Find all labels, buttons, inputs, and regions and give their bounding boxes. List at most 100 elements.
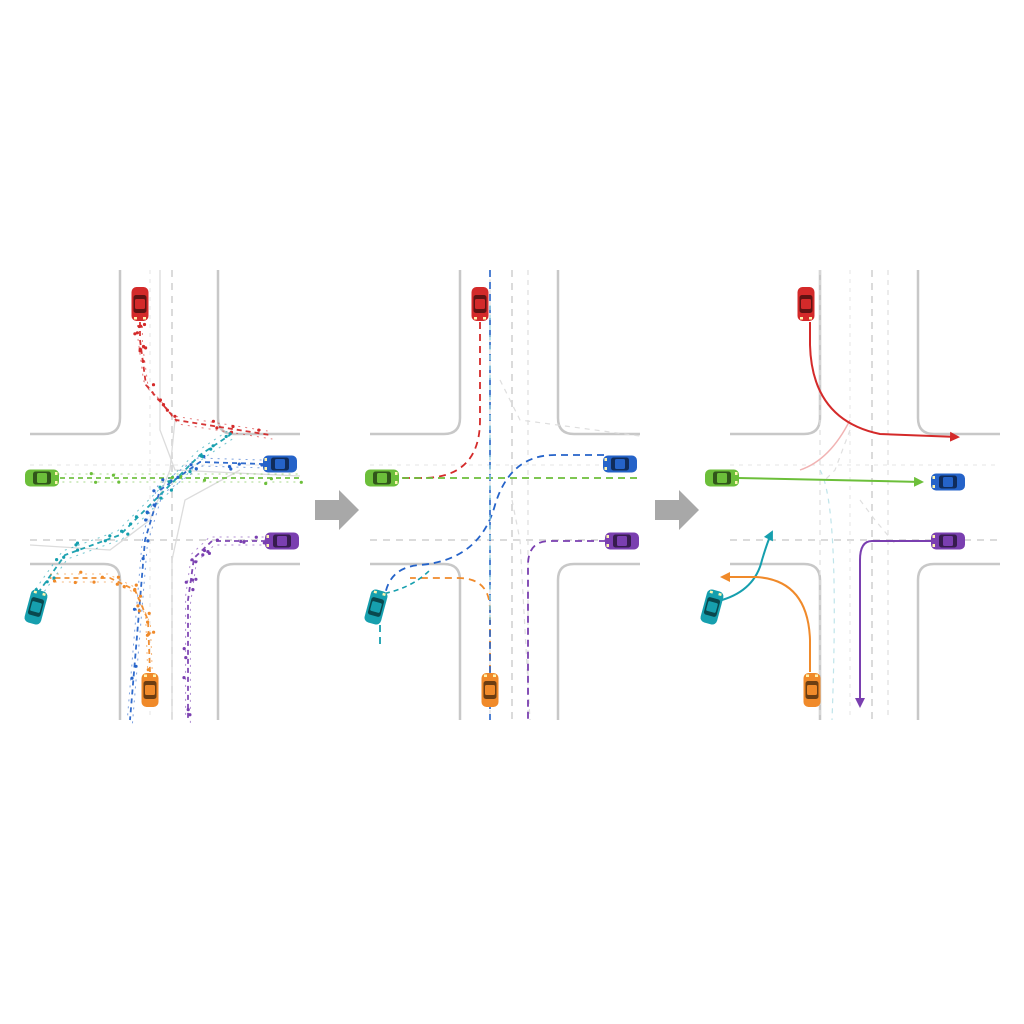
- sampled-trajectory: [189, 544, 269, 724]
- sample-dot: [215, 426, 219, 430]
- sample-dot: [138, 594, 143, 598]
- sample-dot: [152, 503, 156, 507]
- sample-dot: [182, 647, 186, 651]
- car-icon: [263, 455, 297, 473]
- sample-dot: [89, 472, 93, 476]
- sample-dot: [133, 587, 137, 592]
- sample-dot: [161, 478, 165, 482]
- sample-dot: [103, 539, 107, 543]
- sample-dot: [184, 656, 188, 660]
- sample-dot: [74, 543, 78, 547]
- sample-dot: [147, 611, 151, 616]
- sample-dot: [202, 548, 207, 553]
- car-icon: [705, 469, 739, 487]
- sample-dot: [108, 534, 112, 538]
- sample-dot: [239, 539, 243, 544]
- car-icon: [605, 532, 639, 550]
- sample-dot: [224, 434, 228, 439]
- sample-dot: [165, 408, 169, 412]
- car-icon: [603, 455, 637, 473]
- sample-dot: [52, 579, 57, 583]
- road-edge: [916, 562, 1000, 720]
- candidate-trajectory: [384, 454, 604, 596]
- sample-dot: [161, 403, 166, 407]
- road-edge: [730, 270, 822, 436]
- alternative-trajectory: [171, 469, 241, 720]
- sample-dot: [134, 515, 138, 519]
- sample-dot: [215, 538, 219, 542]
- sample-dot: [145, 633, 149, 637]
- sample-dot: [94, 480, 98, 484]
- road-edge: [30, 270, 122, 436]
- sample-dot: [173, 414, 177, 418]
- sample-dot: [135, 331, 139, 335]
- arrow-right-icon: [315, 490, 359, 530]
- sampled-trajectory: [137, 318, 268, 432]
- sampled-trajectory: [52, 581, 153, 677]
- road-edge: [730, 562, 822, 720]
- sampled-trajectory: [185, 536, 264, 716]
- sample-dot: [188, 713, 192, 717]
- candidate-trajectory: [527, 540, 606, 720]
- sample-dot: [167, 480, 171, 484]
- sample-dot: [191, 588, 195, 592]
- sample-dot: [299, 480, 303, 484]
- sample-dot: [144, 518, 148, 522]
- sample-dot: [188, 470, 192, 474]
- sample-dot: [130, 676, 134, 680]
- car-icon: [700, 589, 724, 625]
- sample-dot: [170, 475, 175, 479]
- sample-dot: [159, 496, 163, 500]
- alternative-trajectory: [824, 429, 851, 481]
- sample-dot: [264, 481, 268, 486]
- sample-dot: [146, 620, 150, 624]
- sample-dot: [202, 478, 207, 482]
- sample-dot: [141, 359, 145, 363]
- sample-dot: [151, 383, 156, 387]
- sample-dot: [134, 583, 138, 587]
- sample-dot: [194, 467, 198, 471]
- sampled-trajectory: [141, 326, 273, 440]
- sampled-trajectory: [187, 540, 266, 720]
- sample-dot: [45, 580, 49, 584]
- arrow-right-icon: [655, 490, 699, 530]
- sample-dot: [126, 532, 130, 536]
- alternative-trajectory: [819, 469, 835, 721]
- final-trajectory: [721, 530, 773, 601]
- sample-dot: [137, 324, 141, 329]
- sample-dot: [137, 609, 141, 613]
- sample-dot: [152, 630, 156, 634]
- alternative-trajectory: [499, 379, 641, 437]
- sample-dot: [201, 553, 205, 557]
- car-icon: [141, 673, 159, 707]
- sample-dot: [55, 558, 59, 562]
- alternative-trajectory: [799, 419, 851, 471]
- sample-dot: [231, 424, 235, 429]
- sample-dot: [254, 535, 258, 539]
- stage-arrow-icon: [315, 490, 359, 530]
- sampled-trajectory: [47, 573, 149, 669]
- sample-dot: [257, 428, 261, 432]
- sample-dot: [190, 578, 195, 582]
- road-edge: [916, 270, 1000, 436]
- final-trajectory: [809, 322, 960, 442]
- sample-dot: [120, 529, 124, 533]
- sample-dot: [136, 604, 140, 608]
- car-icon: [471, 287, 489, 321]
- sample-dot: [79, 570, 83, 574]
- final-trajectory: [720, 572, 811, 672]
- sample-dot: [186, 708, 190, 712]
- car-icon: [365, 469, 399, 487]
- sample-dot: [152, 489, 156, 493]
- sample-dot: [133, 332, 137, 336]
- car-icon: [25, 469, 59, 487]
- sample-dot: [158, 485, 162, 489]
- sample-dot: [144, 346, 148, 350]
- sample-dot: [260, 463, 264, 467]
- sample-dot: [76, 548, 80, 552]
- road-edge: [216, 270, 300, 436]
- stage-arrow-icon: [655, 490, 699, 530]
- sample-dot: [73, 580, 77, 585]
- sample-dot: [111, 473, 115, 477]
- alternative-trajectory: [511, 499, 531, 721]
